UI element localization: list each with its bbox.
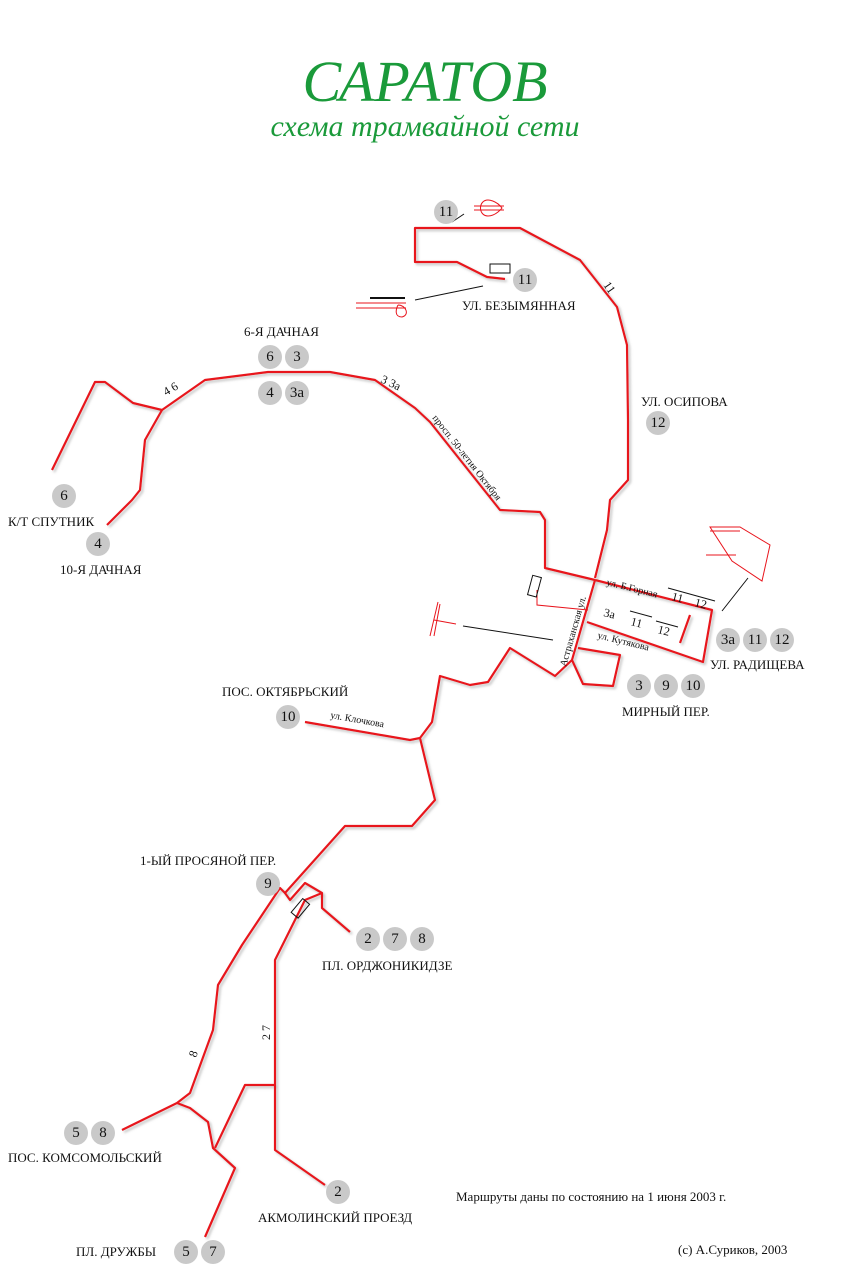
route-badge: 4 [258,381,282,405]
route-badge: 10 [681,674,705,698]
street-label: просп. 50-летия Октября [430,413,504,503]
route-badge: 6 [52,484,76,508]
arrow-kutyakova-2 [655,620,679,628]
line-label: 8 [186,1049,201,1059]
stop-label: ПОС. ОКТЯБРЬСКИЙ [222,684,349,699]
route-badge: 8 [91,1121,115,1145]
arrow-2 [414,285,484,301]
map-subtitle: схема трамвайной сети [270,110,580,143]
stop-badges: 9 [256,872,280,896]
arrow-kutyakova-1 [629,610,653,618]
track-route-11-north [413,226,630,579]
route-badge: 12 [646,411,670,435]
track-astrakhanskaya [121,579,597,1131]
route-badge: 6 [258,345,282,369]
line-label: 2 7 [259,1025,273,1040]
route-badge: 12 [770,628,794,652]
stop-badges: 11 [513,268,537,292]
arrow-4 [721,577,749,612]
stop-label: ПЛ. ОРДЖОНИКИДЗЕ [322,958,453,973]
line-label: 4 6 [161,379,181,399]
line-label: 12 [656,622,671,638]
map-title: САРАТОВ [302,49,548,114]
route-badge: 3 [285,345,309,369]
stop-badges: 11 [434,200,458,224]
stop-label: 10-Я ДАЧНАЯ [60,562,142,577]
stop-badges: 10 [276,705,300,729]
line-label: 12 [693,595,708,611]
stop-label: УЛ. БЕЗЫМЯННАЯ [462,298,576,313]
route-badge: 5 [174,1240,198,1264]
track-gornaya-loop [586,578,714,664]
route-badge: 7 [201,1240,225,1264]
route-badge: 10 [276,705,300,729]
track-akmolinsky-branch [214,1083,275,1149]
stop-badges: 2 [326,1180,350,1204]
route-badge: 2 [356,927,380,951]
stop-label: 6-Я ДАЧНАЯ [244,324,319,339]
track-druzhby [176,1101,237,1238]
depot-icon-3 [290,897,311,919]
route-badge: 3 [627,674,651,698]
route-badge: 2 [326,1180,350,1204]
route-badge: 8 [410,927,434,951]
stop-label: ПОС. КОМСОМОЛЬСКИЙ [8,1150,162,1165]
route-badge: 4 [86,532,110,556]
arrow-gornaya [667,587,716,602]
route-badge: 7 [383,927,407,951]
route-badge: 3а [716,628,740,652]
track-radishcheva-rung [678,614,692,644]
route-badge: 9 [654,674,678,698]
line-label: 3а [602,605,617,621]
junction-icon-4 [706,526,771,582]
street-label: ул. Б.Горная [605,577,659,600]
line-label: 11 [601,279,619,297]
junction-icon-3 [429,601,457,637]
stop-label: УЛ. ОСИПОВА [641,394,728,409]
track-mirny [571,646,622,688]
track-2-7 [273,891,326,1186]
stop-badges: 6 [52,484,76,508]
track-klochkova [304,720,421,742]
line-label: 11 [629,614,644,630]
stop-badges: 12 [646,411,670,435]
stop-label: МИРНЫЙ ПЕР. [622,704,710,719]
route-badge: 9 [256,872,280,896]
depot-icon-2 [526,574,543,598]
arrow-3 [462,625,554,641]
route-badge: 11 [513,268,537,292]
stop-label: ПЛ. ДРУЖБЫ [76,1244,157,1259]
route-badge: 5 [64,1121,88,1145]
track-ordzhonikidze [284,881,351,933]
route-badge: 3а [285,381,309,405]
line-label: 11 [670,589,685,605]
line-label: 3 3а [379,372,404,394]
junction-icon-2 [356,302,407,318]
stop-label: К/Т СПУТНИК [8,514,95,529]
track-west-branch [106,409,163,526]
stop-label: АКМОЛИНСКИЙ ПРОЕЗД [258,1210,413,1225]
stop-label: УЛ. РАДИЩЕВА [710,657,805,672]
stop-badges: 4 [86,532,110,556]
stop-label: 1-ЫЙ ПРОСЯНОЙ ПЕР. [140,853,277,868]
junction-icon-1 [474,199,504,217]
route-badge: 11 [434,200,458,224]
depot-icon-1 [489,263,511,274]
copyright: (с) А.Суриков, 2003 [678,1242,788,1257]
line-labels: 11 4 6 3 3а просп. 50-летия Октября Астр… [161,279,709,1059]
track-west [51,370,596,582]
date-note: Маршруты даны по состоянию на 1 июня 200… [456,1189,727,1204]
route-badge: 11 [743,628,767,652]
